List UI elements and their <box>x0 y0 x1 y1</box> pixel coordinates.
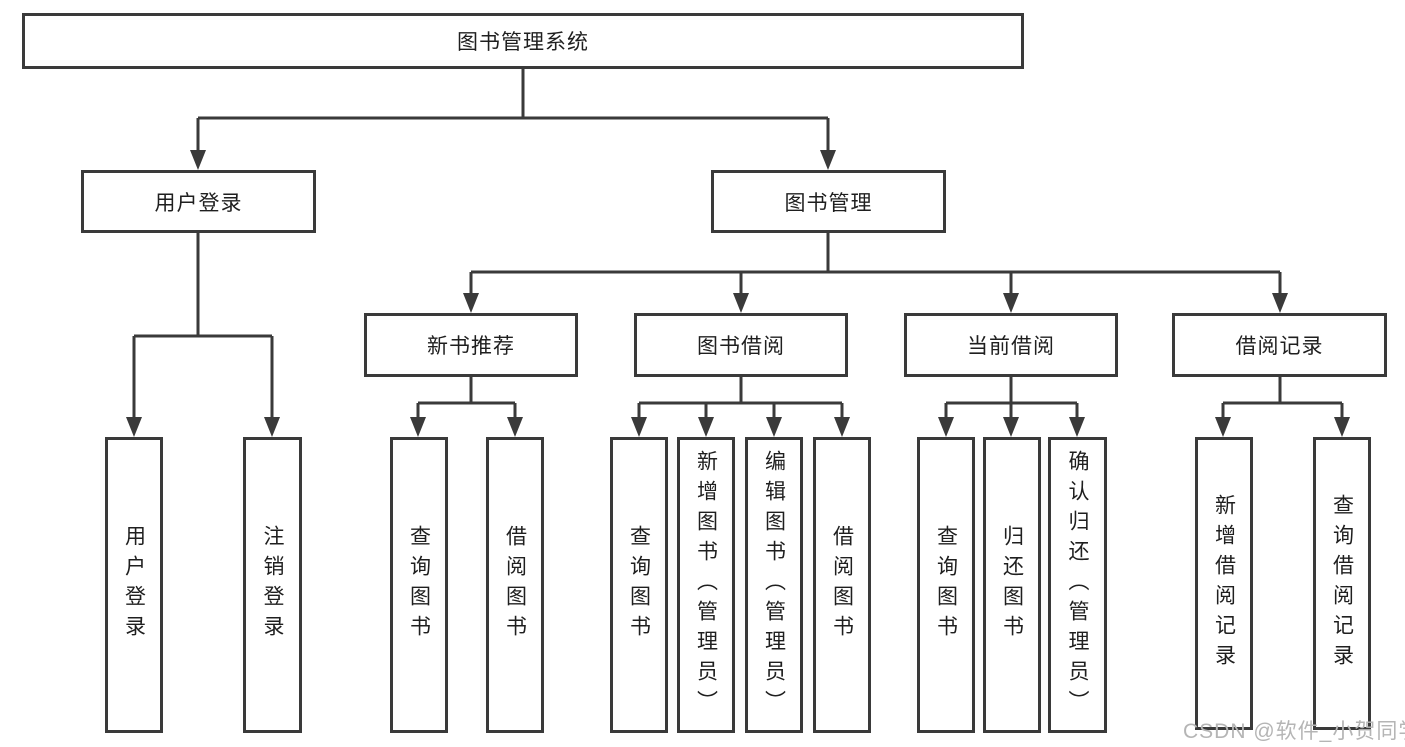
leaf-borrowing-add-book-admin-label: 新增图书（管理员） <box>694 450 718 720</box>
csdn-watermark: CSDN @软件_小贺同学 <box>1183 720 1405 743</box>
leaf-current-confirm-return-admin: 确认归还（管理员） <box>1048 437 1107 733</box>
leaf-borrowing-edit-book-admin-label: 编辑图书（管理员） <box>762 450 786 720</box>
node-book-management: 图书管理 <box>711 170 946 233</box>
leaf-current-return-book: 归还图书 <box>983 437 1041 733</box>
leaf-current-confirm-return-admin-label: 确认归还（管理员） <box>1066 450 1089 720</box>
leaf-logout: 注销登录 <box>243 437 302 733</box>
leaf-user-login: 用户登录 <box>105 437 163 733</box>
node-user-login: 用户登录 <box>81 170 316 233</box>
node-borrowing-records: 借阅记录 <box>1172 313 1387 377</box>
leaf-borrowing-edit-book-admin: 编辑图书（管理员） <box>745 437 803 733</box>
node-new-book-recommend: 新书推荐 <box>364 313 578 377</box>
node-current-borrowing: 当前借阅 <box>904 313 1118 377</box>
leaf-borrowing-query-book: 查询图书 <box>610 437 668 733</box>
leaf-records-query-record: 查询借阅记录 <box>1313 437 1371 730</box>
leaf-records-query-record-label: 查询借阅记录 <box>1330 493 1354 674</box>
leaf-borrowing-borrow-book-label: 借阅图书 <box>830 525 854 645</box>
leaf-borrowing-add-book-admin: 新增图书（管理员） <box>677 437 735 733</box>
leaf-newbook-query-book: 查询图书 <box>390 437 448 733</box>
leaf-current-query-book-label: 查询图书 <box>934 525 958 645</box>
leaf-newbook-borrow-book-label: 借阅图书 <box>503 525 527 645</box>
leaf-user-login-label: 用户登录 <box>122 525 146 645</box>
leaf-records-add-record: 新增借阅记录 <box>1195 437 1253 730</box>
tree-edges <box>132 69 1344 419</box>
node-library-system: 图书管理系统 <box>22 13 1024 69</box>
leaf-logout-label: 注销登录 <box>261 525 284 645</box>
leaf-records-add-record-label: 新增借阅记录 <box>1212 493 1236 674</box>
arrowheads <box>126 150 1350 437</box>
leaf-borrowing-borrow-book: 借阅图书 <box>813 437 871 733</box>
leaf-borrowing-query-book-label: 查询图书 <box>627 525 651 645</box>
node-book-borrowing: 图书借阅 <box>634 313 848 377</box>
leaf-current-query-book: 查询图书 <box>917 437 975 733</box>
leaf-newbook-query-book-label: 查询图书 <box>407 525 431 645</box>
leaf-current-return-book-label: 归还图书 <box>1000 525 1024 645</box>
leaf-newbook-borrow-book: 借阅图书 <box>486 437 544 733</box>
